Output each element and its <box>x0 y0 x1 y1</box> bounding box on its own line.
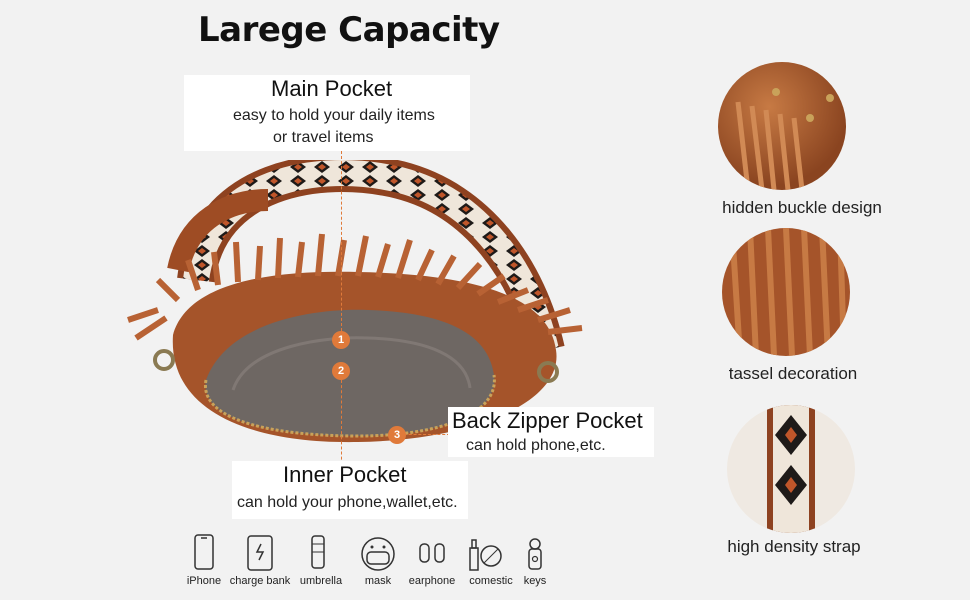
buckle-detail-image <box>718 62 846 190</box>
phone-icon <box>194 534 214 570</box>
main-pocket-leader <box>341 151 342 331</box>
page-title: Larege Capacity <box>198 10 500 50</box>
back-pocket-line1: can hold phone,etc. <box>466 437 606 454</box>
umbrella-icon <box>311 535 325 569</box>
main-pocket-card <box>184 75 470 151</box>
item-label-earphone: earphone <box>408 575 456 587</box>
item-label-mask: mask <box>364 575 392 587</box>
back-pocket-leader <box>404 434 450 435</box>
earphone-icon <box>419 543 445 563</box>
inner-pocket-card <box>232 461 468 519</box>
strap-detail-image <box>727 405 855 533</box>
marker-2: 2 <box>332 362 350 380</box>
back-pocket-card <box>448 407 654 457</box>
main-pocket-line2: or travel items <box>273 129 374 146</box>
item-label-keys: keys <box>523 575 547 587</box>
marker-1: 1 <box>332 331 350 349</box>
item-label-iphone: iPhone <box>186 575 222 587</box>
handbag-illustration <box>127 160 583 443</box>
back-pocket-heading: Back Zipper Pocket <box>452 408 643 433</box>
cosmetic-icon <box>469 539 502 571</box>
inner-pocket-heading: Inner Pocket <box>283 462 407 487</box>
feature-label-strap: high density strap <box>727 537 861 556</box>
keys-icon <box>528 538 542 570</box>
tassel-detail-image <box>722 228 850 356</box>
mask-icon <box>361 537 395 571</box>
inner-pocket-line1: can hold your phone,wallet,etc. <box>237 494 458 511</box>
power-bank-icon <box>247 535 273 571</box>
inner-pocket-leader <box>341 380 342 475</box>
main-pocket-line1: easy to hold your daily items <box>233 107 435 124</box>
item-label-comestic: comestic <box>469 575 513 587</box>
item-label-charge-bank: charge bank <box>229 575 291 587</box>
item-label-umbrella: umbrella <box>299 575 343 587</box>
main-pocket-heading: Main Pocket <box>271 76 393 101</box>
feature-label-buckle: hidden buckle design <box>722 198 882 217</box>
marker-3: 3 <box>388 426 406 444</box>
feature-label-tassel: tassel decoration <box>728 364 858 383</box>
